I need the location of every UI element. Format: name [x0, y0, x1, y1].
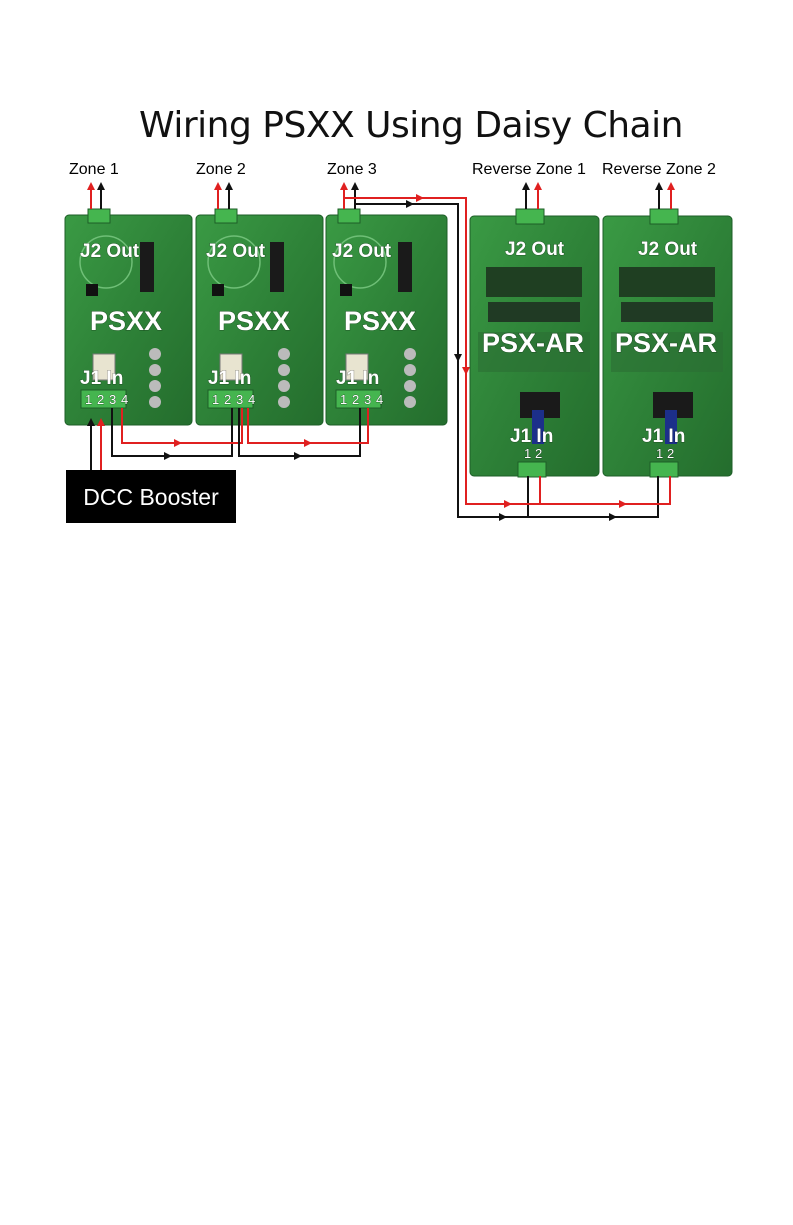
j1-in-label: J1 In — [510, 426, 553, 447]
zone-label-3: Zone 3 — [327, 161, 377, 178]
j1-connector — [650, 462, 678, 477]
j2-connector — [215, 209, 237, 223]
zone-label-reverse-1: Reverse Zone 1 — [472, 161, 586, 178]
pin-3: 3 — [364, 392, 371, 407]
board-name-label: PSXX — [344, 306, 416, 336]
pin-4: 4 — [376, 392, 383, 407]
pin-1: 1 — [340, 392, 347, 407]
pin-2: 2 — [352, 392, 359, 407]
board-name-label: PSXX — [218, 306, 290, 336]
board-name-label: PSX-AR — [482, 328, 584, 358]
j2-out-label: J2 Out — [638, 239, 698, 260]
j1-in-label: J1 In — [80, 368, 123, 389]
board-name-label: PSXX — [90, 306, 162, 336]
j2-out-label: J2 Out — [206, 241, 266, 262]
j1-connector — [518, 462, 546, 477]
j2-out-label: J2 Out — [80, 241, 140, 262]
zone-label-2: Zone 2 — [196, 161, 246, 178]
pin-2: 2 — [224, 392, 231, 407]
dcc-booster-label: DCC Booster — [83, 484, 219, 510]
j2-connector — [88, 209, 110, 223]
j2-connector — [650, 209, 678, 224]
psxx-board-2: J2 Out PSXX J1 In 1 2 3 4 — [196, 209, 323, 425]
pin-3: 3 — [236, 392, 243, 407]
wiring-diagram-svg: Wiring PSXX Using Daisy Chain Zone 1 Zon… — [48, 92, 775, 544]
pin-3: 3 — [109, 392, 116, 407]
wiring-diagram: Wiring PSXX Using Daisy Chain Zone 1 Zon… — [48, 92, 775, 544]
pin-2: 2 — [535, 446, 542, 461]
j1-in-label: J1 In — [208, 368, 251, 389]
j1-in-label: J1 In — [336, 368, 379, 389]
pin-4: 4 — [121, 392, 128, 407]
diagram-title: Wiring PSXX Using Daisy Chain — [139, 105, 683, 146]
j2-out-label: J2 Out — [505, 239, 565, 260]
j1-in-label: J1 In — [642, 426, 685, 447]
zone-label-reverse-2: Reverse Zone 2 — [602, 161, 716, 178]
psxx-board-1: J2 Out PSXX J1 In 1 2 3 4 — [65, 209, 192, 425]
j2-connector — [516, 209, 544, 224]
zone-label-1: Zone 1 — [69, 161, 119, 178]
j2-connector — [338, 209, 360, 223]
board-name-label: PSX-AR — [615, 328, 717, 358]
dcc-booster: DCC Booster — [66, 470, 236, 523]
pin-4: 4 — [248, 392, 255, 407]
pin-1: 1 — [656, 446, 663, 461]
pin-1: 1 — [524, 446, 531, 461]
pin-1: 1 — [212, 392, 219, 407]
pin-1: 1 — [85, 392, 92, 407]
psxx-board-3: J2 Out PSXX J1 In 1 2 3 4 — [326, 209, 447, 425]
psxar-board-2: J2 Out PSX-AR J1 In 1 2 — [603, 209, 732, 477]
psxar-board-1: J2 Out PSX-AR J1 In 1 2 — [470, 209, 599, 477]
pin-2: 2 — [97, 392, 104, 407]
pin-2: 2 — [667, 446, 674, 461]
j2-out-label: J2 Out — [332, 241, 392, 262]
